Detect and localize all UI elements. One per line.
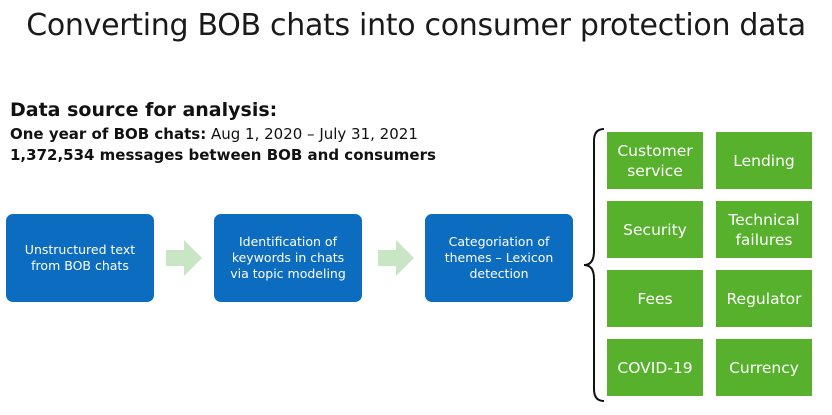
theme-tile-regulator: Regulator — [716, 270, 812, 327]
arrow-right-icon — [378, 240, 414, 276]
data-source-panel: Data source for analysis: One year of BO… — [10, 98, 480, 166]
data-source-period-label: One year of BOB chats: — [10, 125, 207, 143]
step-topic-modeling: Identification of keywords in chats via … — [214, 214, 362, 302]
data-source-period: One year of BOB chats: Aug 1, 2020 – Jul… — [10, 124, 480, 145]
theme-tile-customer-service: Customer service — [607, 132, 703, 189]
data-source-message-count: 1,372,534 messages between BOB and consu… — [10, 146, 436, 164]
step-lexicon-detection: Categoriation of themes – Lexicon detect… — [425, 214, 573, 302]
theme-tile-lending: Lending — [716, 132, 812, 189]
theme-tile-currency: Currency — [716, 339, 812, 396]
step-label: Unstructured text from BOB chats — [24, 242, 136, 273]
data-source-heading: Data source for analysis: — [10, 99, 278, 121]
theme-tile-covid-19: COVID-19 — [607, 339, 703, 396]
page-title: Converting BOB chats into consumer prote… — [26, 8, 806, 43]
step-unstructured-text: Unstructured text from BOB chats — [6, 214, 154, 302]
theme-tile-technical-failures: Technical failures — [716, 201, 812, 258]
theme-tile-fees: Fees — [607, 270, 703, 327]
step-label: Identification of keywords in chats via … — [230, 234, 346, 281]
arrow-right-icon — [166, 240, 202, 276]
theme-tile-security: Security — [607, 201, 703, 258]
data-source-period-dates: Aug 1, 2020 – July 31, 2021 — [206, 125, 418, 143]
curly-brace-icon — [583, 128, 605, 402]
step-label: Categoriation of themes – Lexicon detect… — [444, 234, 554, 281]
